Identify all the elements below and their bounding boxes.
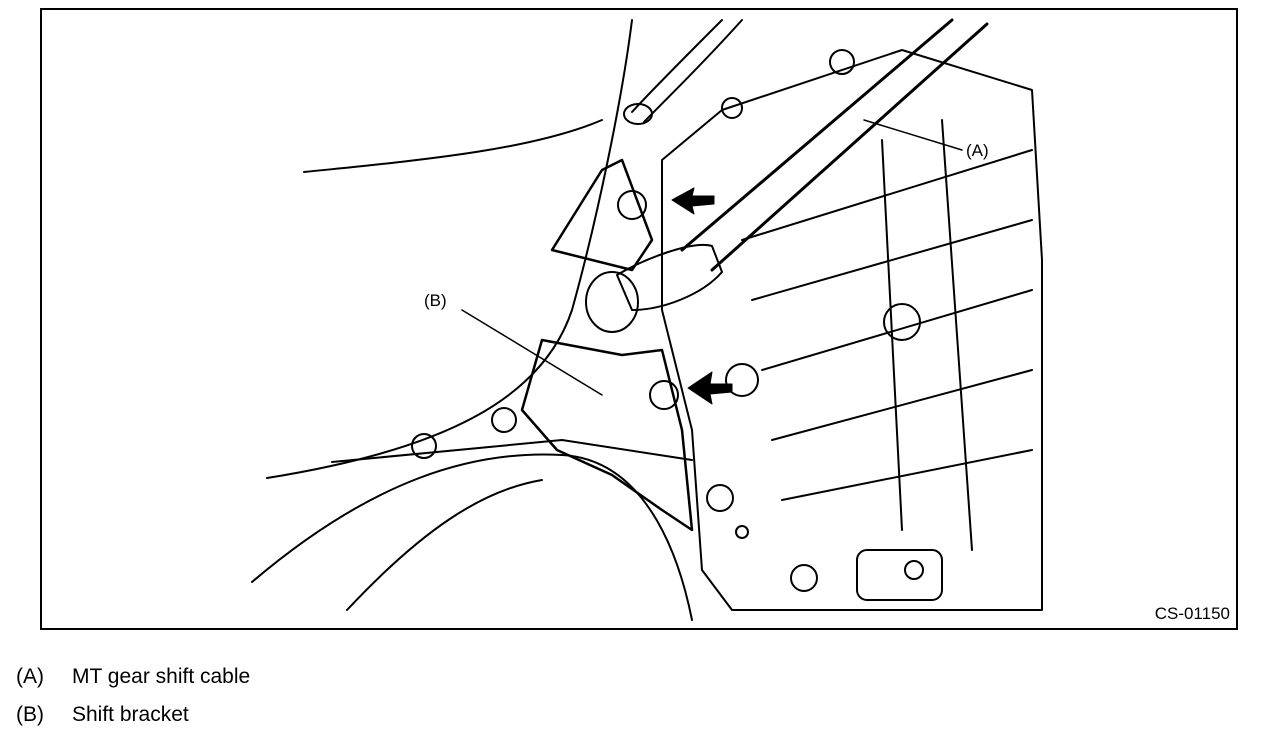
case-rib-4: [771, 369, 1033, 441]
bracket-bolt-lower: [649, 380, 679, 410]
shift-cable-edge-2: [710, 22, 989, 272]
grommet-2: [411, 433, 437, 459]
bracket-bolt-upper: [617, 190, 647, 220]
cable-end-boot: [616, 243, 723, 311]
leader-line-b: [461, 309, 603, 396]
transmission-case: [661, 49, 1043, 611]
case-rib-2: [751, 219, 1033, 301]
legend-key: (A): [16, 665, 44, 688]
legend-row: (B) Shift bracket: [16, 696, 250, 734]
transmission-line-drawing: (A) (B): [251, 18, 1043, 621]
pipe-upper: [631, 19, 723, 113]
bolt-lower-mid: [790, 564, 818, 592]
figure-frame: (A) (B) CS-01150: [40, 8, 1238, 630]
shift-cable-edge-1: [680, 18, 954, 252]
tunnel-inner: [346, 479, 543, 611]
callout-a: (A): [966, 141, 989, 160]
figure-code: CS-01150: [1154, 604, 1230, 623]
callout-b: (B): [424, 291, 447, 310]
case-rib-3: [761, 289, 1033, 371]
body-panel-outline: [303, 119, 603, 173]
legend: (A) MT gear shift cable (B) Shift bracke…: [16, 658, 250, 734]
case-rib-1: [741, 149, 1033, 241]
pipe-upper-2: [643, 19, 743, 123]
round-boss-1: [883, 303, 921, 341]
cable-end-nut: [585, 271, 639, 333]
arrow-upper: [671, 187, 715, 215]
case-rib-v1: [881, 139, 903, 531]
bolt-top: [829, 49, 855, 75]
bolt-lower-left: [706, 484, 734, 512]
floor-line: [331, 439, 693, 463]
small-hole: [735, 525, 749, 539]
legend-row: (A) MT gear shift cable: [16, 658, 250, 696]
round-boss-2: [725, 363, 759, 397]
body-panel-curve: [266, 19, 633, 479]
bolt-left-top: [721, 97, 743, 119]
grommet-1: [491, 407, 517, 433]
legend-key: (B): [16, 703, 44, 726]
pipe-fitting: [623, 103, 653, 125]
legend-text: MT gear shift cable: [72, 665, 251, 688]
upper-bracket: [550, 158, 654, 272]
case-rib-v2: [941, 119, 973, 551]
case-rib-5: [781, 449, 1033, 501]
mount-pad: [856, 549, 943, 601]
tunnel-curve: [251, 453, 693, 621]
arrow-lower: [687, 371, 733, 405]
legend-text: Shift bracket: [72, 703, 189, 726]
mount-pad-bolt: [904, 560, 924, 580]
leader-line-a: [863, 119, 963, 151]
shift-bracket: [520, 338, 694, 532]
